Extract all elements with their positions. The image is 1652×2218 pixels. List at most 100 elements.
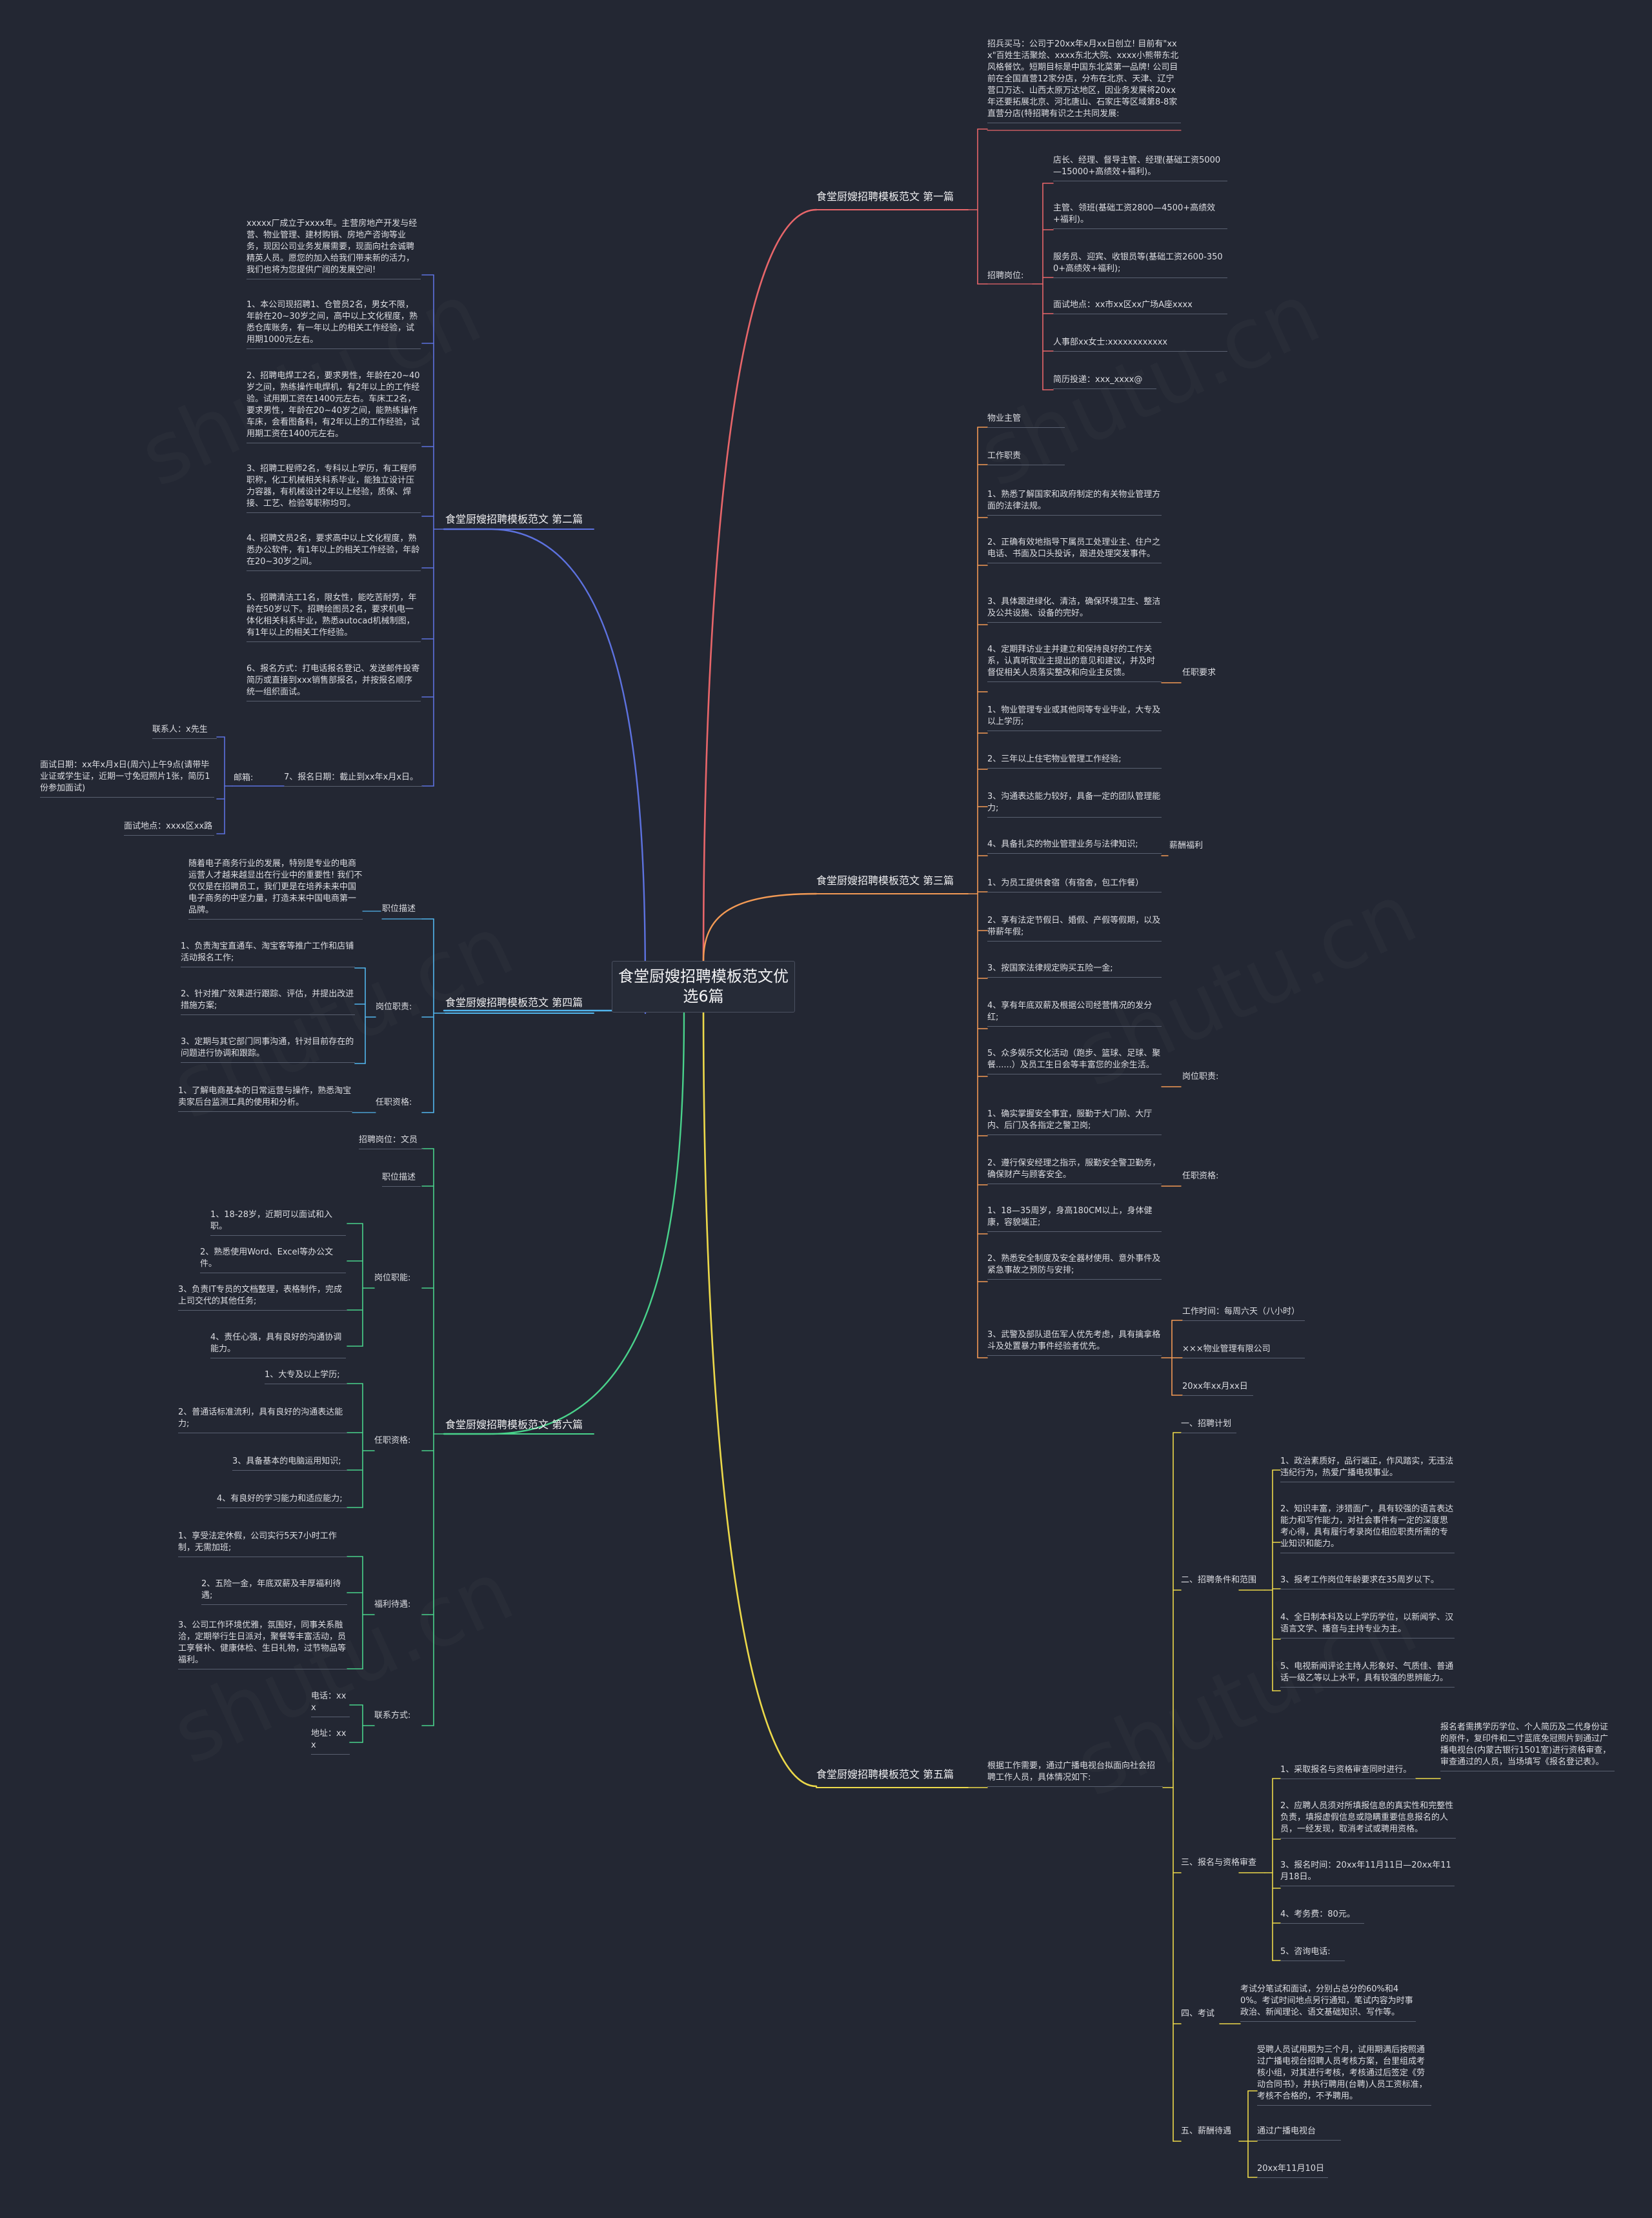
b3-duty[interactable]: 3、具体跟进绿化、清洁，确保环境卫生、整洁及公共设施、设备的完好。 xyxy=(987,596,1162,623)
b2-interview-place[interactable]: 面试地点：xxxx区xx路 xyxy=(124,821,214,836)
b5-s3-item[interactable]: 2、应聘人员须对所填报信息的真实性和完整性负责，填报虚假信息或隐瞒重要信息报名的… xyxy=(1280,1800,1456,1839)
b1-position-item[interactable]: 面试地点：xx市xx区xx广场A座xxxx xyxy=(1053,299,1227,314)
b2-item[interactable]: 7、报名日期：截止到xx年x月x日。 xyxy=(284,772,423,787)
b5-s1[interactable]: 一、招聘计划 xyxy=(1181,1418,1236,1433)
b6-duty[interactable]: 3、负责IT专员的文档整理，表格制作，完成上司交代的其他任务; xyxy=(178,1284,347,1311)
branch-2-title[interactable]: 食堂厨嫂招聘模板范文 第二篇 xyxy=(445,513,583,525)
b5-s2-item[interactable]: 5、电视新闻评论主持人形象好、气质佳、普通话一级乙等以上水平，具有较强的思辨能力… xyxy=(1280,1661,1455,1688)
b3-post[interactable]: 1、确实掌握安全事宜，服勤于大门前、大厅内、后门及各指定之警卫岗; xyxy=(987,1109,1162,1135)
b3-qual-label[interactable]: 任职资格: xyxy=(1182,1171,1219,1181)
branch-3-title[interactable]: 食堂厨嫂招聘模板范文 第三篇 xyxy=(816,874,954,887)
b1-positions-label[interactable]: 招聘岗位: xyxy=(987,271,1024,281)
b2-item[interactable]: xxxxx厂成立于xxxx年。主营房地产开发与经营、物业管理、建材购销、房地产咨… xyxy=(247,218,421,279)
b2-item[interactable]: 1、本公司现招聘1、仓管员2名，男女不限，年龄在20~30岁之间，高中以上文化程… xyxy=(247,299,421,349)
b5-s3-item[interactable]: 3、报名时间：20xx年11月11日—20xx年11月18日。 xyxy=(1280,1860,1455,1886)
branch-1-title[interactable]: 食堂厨嫂招聘模板范文 第一篇 xyxy=(816,190,954,203)
b2-contact[interactable]: 联系人：x先生 xyxy=(152,724,217,739)
b4-duty[interactable]: 3、定期与其它部门同事沟通，针对目前存在的问题进行协调和跟踪。 xyxy=(181,1036,355,1063)
b3-work-time[interactable]: 工作时间：每周六天（八小时） xyxy=(1182,1306,1305,1321)
b5-s5-sign[interactable]: 通过广播电视台 xyxy=(1257,2126,1341,2141)
b6-welfare[interactable]: 3、公司工作环境优雅，氛围好，同事关系融洽，定期举行生日派对，聚餐等丰富活动，员… xyxy=(178,1620,347,1669)
b6-contact-label[interactable]: 联系方式: xyxy=(374,1711,411,1720)
b5-s2[interactable]: 二、招聘条件和范围 xyxy=(1181,1575,1257,1585)
b5-s4[interactable]: 四、考试 xyxy=(1181,2009,1215,2019)
b6-duty[interactable]: 2、熟悉使用Word、Excel等办公文件。 xyxy=(200,1247,346,1273)
b2-item[interactable]: 4、招聘文员2名，要求高中以上文化程度，熟悉办公软件，有1年以上的相关工作经验，… xyxy=(247,533,421,571)
b5-s5-date[interactable]: 20xx年11月10日 xyxy=(1257,2163,1328,2178)
b2-item[interactable]: 3、招聘工程师2名，专科以上学历，有工程师职称，化工机械相关科系毕业，能独立设计… xyxy=(247,463,421,513)
b5-s3[interactable]: 三、报名与资格审查 xyxy=(1181,1858,1257,1868)
b3-salary[interactable]: 2、享有法定节假日、婚假、产假等假期，以及带薪年假; xyxy=(987,915,1162,942)
b3-title[interactable]: 物业主管 xyxy=(987,413,1065,428)
b3-qual[interactable]: 2、熟悉安全制度及安全器材使用、意外事件及紧急事故之预防与安排; xyxy=(987,1253,1162,1280)
b1-position-item[interactable]: 服务员、迎宾、收银员等(基础工资2600-3500+高绩效+福利); xyxy=(1053,252,1227,278)
b6-qual[interactable]: 3、具备基本的电脑运用知识; xyxy=(232,1456,347,1471)
b3-salary[interactable]: 3、按国家法律规定购买五险一金; xyxy=(987,963,1162,978)
b6-duty[interactable]: 1、18-28岁，近期可以面试和入职。 xyxy=(210,1209,346,1236)
b3-company[interactable]: ×××物业管理有限公司 xyxy=(1182,1344,1305,1358)
branch-5-title[interactable]: 食堂厨嫂招聘模板范文 第五篇 xyxy=(816,1768,954,1780)
b5-s3-item[interactable]: 1、采取报名与资格审查同时进行。 xyxy=(1280,1764,1416,1779)
b6-welfare[interactable]: 2、五险一金，年底双薪及丰厚福利待遇; xyxy=(201,1578,347,1605)
b3-req[interactable]: 2、三年以上住宅物业管理工作经验; xyxy=(987,754,1162,769)
b6-qual[interactable]: 2、普通话标准流利，具有良好的沟通表达能力; xyxy=(178,1407,347,1433)
branch-4-title[interactable]: 食堂厨嫂招聘模板范文 第四篇 xyxy=(445,996,583,1009)
b6-position[interactable]: 招聘岗位：文员 xyxy=(359,1134,423,1149)
b5-intro[interactable]: 根据工作需要，通过广播电视台拟面向社会招聘工作人员，具体情况如下: xyxy=(987,1760,1163,1787)
b6-duty-label[interactable]: 岗位职能: xyxy=(374,1273,411,1283)
b3-duty[interactable]: 2、正确有效地指导下属员工处理业主、住户之电话、书面及口头投诉，跟进处理突发事件… xyxy=(987,537,1162,563)
b4-duty[interactable]: 1、负责淘宝直通车、淘宝客等推广工作和店铺活动报名工作; xyxy=(181,941,355,967)
b3-req[interactable]: 4、具备扎实的物业管理业务与法律知识; xyxy=(987,839,1162,854)
b3-duty[interactable]: 1、熟悉了解国家和政府制定的有关物业管理方面的法律法规。 xyxy=(987,489,1162,516)
b5-s2-item[interactable]: 4、全日制本科及以上学历学位，以新闻学、汉语言文学、播音与主持专业为主。 xyxy=(1280,1612,1455,1638)
b5-s5-text[interactable]: 受聘人员试用期为三个月，试用期满后按照通过广播电视台招聘人员考核方案，台里组成考… xyxy=(1257,2044,1431,2106)
b6-desc-label[interactable]: 职位描述 xyxy=(382,1172,421,1187)
b3-qual[interactable]: 1、18—35周岁，身高180CM以上，身体健康，容貌端正; xyxy=(987,1205,1162,1232)
b3-req-label[interactable]: 任职要求 xyxy=(1182,668,1216,678)
b3-post[interactable]: 2、遵行保安经理之指示，服勤安全警卫勤务，确保财产与顾客安全。 xyxy=(987,1158,1162,1184)
b1-position-item[interactable]: 人事部xx女士:xxxxxxxxxxxx xyxy=(1053,337,1227,352)
root-topic[interactable]: 食堂厨嫂招聘模板范文优选6篇 xyxy=(612,961,795,1013)
b5-s5[interactable]: 五、薪酬待遇 xyxy=(1181,2126,1232,2136)
b3-salary[interactable]: 5、众多娱乐文化活动（跑步、篮球、足球、聚餐......）及员工生日会等丰富您的… xyxy=(987,1048,1162,1074)
b3-salary-label[interactable]: 薪酬福利 xyxy=(1169,841,1204,851)
b2-mail-label[interactable]: 邮箱: xyxy=(234,773,254,783)
b6-qual[interactable]: 1、大专及以上学历; xyxy=(265,1369,347,1384)
b1-position-item[interactable]: 店长、经理、督导主管、经理(基础工资5000—15000+高绩效+福利)。 xyxy=(1053,155,1227,181)
b1-position-item[interactable]: 简历投递：xxx_xxxx@ xyxy=(1053,374,1156,389)
b6-duty[interactable]: 4、责任心强，具有良好的沟通协调能力。 xyxy=(210,1332,346,1358)
branch-6-title[interactable]: 食堂厨嫂招聘模板范文 第六篇 xyxy=(445,1418,583,1431)
b3-req[interactable]: 1、物业管理专业或其他同等专业毕业，大专及以上学历; xyxy=(987,705,1162,731)
b2-item[interactable]: 5、招聘清洁工1名，限女性，能吃苦耐劳，年龄在50岁以下。招聘绘图员2名，要求机… xyxy=(247,592,421,642)
b6-welfare[interactable]: 1、享受法定休假，公司实行5天7小时工作制，无需加班; xyxy=(178,1531,347,1557)
b1-intro[interactable]: 招兵买马：公司于20xx年x月xx日创立! 目前有"xxx"百姓生活聚烩、xxx… xyxy=(987,39,1181,123)
b5-s3-item[interactable]: 5、咨询电话: xyxy=(1280,1946,1345,1961)
b6-address[interactable]: 地址：xxx xyxy=(311,1728,350,1755)
b3-date[interactable]: 20xx年xx月xx日 xyxy=(1182,1381,1253,1396)
b5-s2-item[interactable]: 2、知识丰富，涉猎面广，具有较强的语言表达能力和写作能力，对社会事件有一定的深度… xyxy=(1280,1504,1455,1553)
b3-duty[interactable]: 4、定期拜访业主并建立和保持良好的工作关系，认真听取业主提出的意见和建议，并及时… xyxy=(987,644,1162,682)
b4-duty[interactable]: 2、针对推广效果进行跟踪、评估，并提出改进措施方案; xyxy=(181,989,355,1015)
b6-qual-label[interactable]: 任职资格: xyxy=(374,1436,411,1446)
b3-salary[interactable]: 4、享有年底双薪及根据公司经营情况的发分红; xyxy=(987,1000,1162,1027)
b3-req[interactable]: 3、沟通表达能力较好，具备一定的团队管理能力; xyxy=(987,791,1162,818)
b3-qual[interactable]: 3、武警及部队退伍军人优先考虑，具有擒拿格斗及处置暴力事件经验者优先。 xyxy=(987,1329,1162,1356)
b6-phone[interactable]: 电话：xxx xyxy=(311,1691,350,1717)
b6-qual[interactable]: 4、有良好的学习能力和适应能力; xyxy=(217,1493,347,1508)
b3-post-label[interactable]: 岗位职责: xyxy=(1182,1072,1219,1082)
b5-s4-text[interactable]: 考试分笔试和面试，分别占总分的60%和40%。考试时间地点另行通知，笔试内容为时… xyxy=(1240,1984,1416,2022)
b1-position-item[interactable]: 主管、领班(基础工资2800—4500+高绩效+福利)。 xyxy=(1053,203,1227,229)
b3-salary[interactable]: 1、为员工提供食宿（有宿舍，包工作餐） xyxy=(987,878,1162,892)
b5-s3-sub[interactable]: 报名者需携学历学位、个人简历及二代身份证的原件，复印件和二寸蓝底免冠照片到通过广… xyxy=(1440,1722,1615,1771)
b6-welfare-label[interactable]: 福利待遇: xyxy=(374,1600,411,1609)
b4-duty-label[interactable]: 岗位职责: xyxy=(376,1002,412,1012)
b4-qual[interactable]: 1、了解电商基本的日常运营与操作，熟悉淘宝卖家后台监测工具的使用和分析。 xyxy=(178,1085,352,1112)
b4-qual-label[interactable]: 任职资格: xyxy=(376,1098,412,1107)
b5-s2-item[interactable]: 1、政治素质好，品行端正，作风踏实，无违法违纪行为，热爱广播电视事业。 xyxy=(1280,1456,1455,1482)
b2-item[interactable]: 2、招聘电焊工2名，要求男性，年龄在20~40岁之间，熟练操作电焊机，有2年以上… xyxy=(247,370,421,443)
b2-item[interactable]: 6、报名方式：打电话报名登记、发送邮件投寄简历或直接到xxx销售部报名，并按报名… xyxy=(247,663,421,701)
b4-desc-label[interactable]: 职位描述 xyxy=(382,904,416,914)
b3-duty-label[interactable]: 工作职责 xyxy=(987,450,1065,465)
b4-desc[interactable]: 随着电子商务行业的发展，特别是专业的电商运营人才越来越显出在行业中的重要性! 我… xyxy=(188,858,363,920)
b2-interview-date[interactable]: 面试日期：xx年x月x日(周六)上午9点(请带毕业证或学生证，近期一寸免冠照片1… xyxy=(40,760,214,798)
